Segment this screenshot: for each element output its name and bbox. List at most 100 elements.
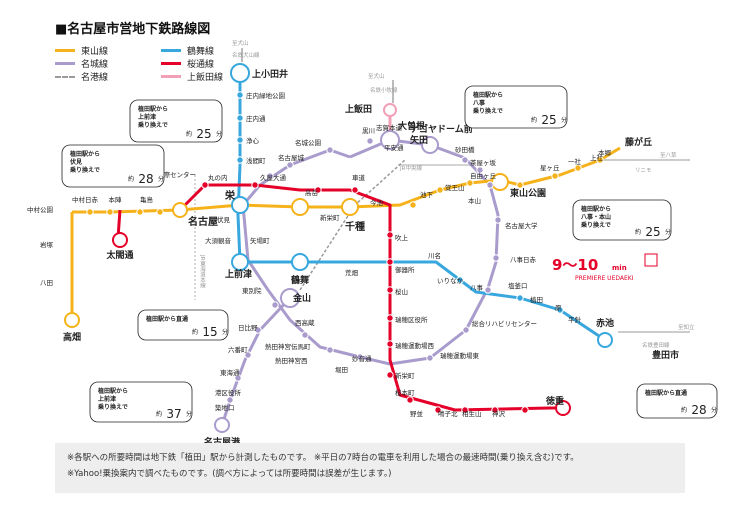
walk-unit: min	[612, 264, 627, 272]
callout-label: 植田駅から直通	[145, 315, 188, 323]
callout-number: 25	[541, 113, 556, 127]
station-dot	[386, 286, 394, 294]
station-label: 八田	[40, 279, 53, 287]
transfer-station	[64, 312, 80, 328]
legend-item: 名港線	[55, 70, 147, 83]
station-dot	[456, 276, 464, 284]
station-dot	[314, 186, 322, 194]
transfer-station	[380, 130, 400, 150]
station-label: 妙音通	[352, 354, 372, 363]
station-label: 野並	[410, 409, 424, 418]
station-label: 神沢	[492, 409, 506, 418]
station-label: 徳重	[545, 395, 564, 407]
station-label: 豊田市	[652, 349, 679, 361]
station-label: 堀田	[335, 365, 348, 374]
callout-pre: 約	[128, 175, 134, 183]
station-label: 桜山	[395, 287, 408, 296]
transfer-station	[231, 253, 249, 271]
station-label: 久屋大通	[260, 173, 287, 182]
callout-unit: 分	[158, 175, 164, 183]
transfer-station	[421, 136, 439, 154]
line-label: JR中央線	[399, 164, 422, 172]
callout-label: 植田駅から伏見乗り換えで	[69, 150, 100, 174]
station-label: 上前津	[225, 268, 252, 280]
station-label: 浄心	[246, 136, 260, 145]
station-dot	[236, 114, 244, 122]
station-label: 金山	[292, 292, 311, 304]
line-label: 至犬山	[232, 39, 249, 47]
station-label: 庄内緑地公園	[246, 91, 285, 100]
legend-item: 桜通線	[161, 57, 253, 70]
legend-swatch	[55, 49, 75, 52]
station-label: 伏見	[217, 215, 231, 224]
station-label: 黒川	[362, 127, 375, 135]
station-label: 荒畑	[345, 268, 359, 277]
station-dot	[254, 326, 262, 334]
callout-unit: 分	[186, 410, 192, 418]
station-label: 日比野	[238, 323, 258, 332]
callout-label: 植田駅から八事・本山乗り換えで	[580, 205, 611, 229]
sakuradori-line	[178, 183, 565, 412]
station-dot	[201, 181, 209, 189]
station-dot	[462, 326, 470, 334]
station-label: 星ヶ丘	[540, 163, 560, 172]
legend-item: 名城線	[55, 57, 147, 70]
callout-pre: 約	[635, 228, 641, 236]
callout-unit: 分	[665, 228, 671, 236]
station-dot	[461, 406, 469, 414]
station-label: 一社	[568, 157, 582, 166]
station-label: 築地口	[215, 403, 235, 412]
station-dot	[386, 340, 394, 348]
callout-pre: 約	[186, 130, 192, 138]
station-label: 岩塚	[40, 240, 54, 249]
callout-unit: 分	[711, 406, 717, 414]
station-label: 川名	[428, 251, 441, 260]
station-dot	[86, 208, 94, 216]
transfer-station	[291, 253, 309, 271]
station-label: 栄	[224, 189, 236, 202]
line-label: リニモ	[635, 167, 652, 174]
station-label: 千種	[345, 220, 365, 233]
station-label: 瑞穂区役所	[395, 315, 428, 324]
callout-pre: 約	[156, 410, 162, 418]
station-dot	[234, 374, 242, 382]
transfer-station	[231, 196, 249, 214]
station-dot	[236, 136, 244, 144]
station-label: 鳴子北	[438, 409, 458, 418]
station-dot	[326, 346, 334, 354]
line-label: 至犬山	[368, 72, 385, 80]
footnote-line: ※各駅への所要時間は地下鉄「植田」駅から計測したものです。 ※平日の7時台の電車…	[67, 453, 579, 463]
station-dot	[301, 331, 309, 339]
transfer-station	[555, 400, 571, 416]
station-label: 八事	[470, 283, 484, 292]
station-label: 瑞穂運動場西	[395, 341, 435, 350]
station-dot	[236, 91, 244, 99]
callout-label: 植田駅から上前津乗り換えで	[97, 387, 128, 411]
legend-label: 上飯田線	[187, 73, 224, 83]
station-dot	[356, 353, 364, 361]
station-dot	[476, 166, 484, 174]
station-dot	[492, 254, 500, 262]
station-label: 志賀本通	[376, 123, 403, 132]
callout-box	[572, 199, 672, 241]
callout-number: 15	[202, 325, 217, 339]
station-label: 中村公園	[27, 205, 53, 214]
station-dot	[226, 396, 234, 404]
line-label: JR東海道本線	[199, 254, 206, 288]
station-dot	[366, 137, 374, 145]
line-label: 名鉄犬山線	[232, 51, 260, 59]
station-dot	[386, 231, 394, 239]
callout-unit: 分	[222, 328, 228, 336]
station-label: 砂田橋	[455, 145, 475, 154]
station-label: 八事日赤	[510, 255, 537, 264]
legend-label: 鶴舞線	[187, 47, 215, 57]
station-dot	[409, 201, 417, 209]
station-label: 亀島	[140, 195, 154, 204]
station-label: 平安通	[384, 143, 404, 152]
station-dot	[494, 216, 502, 224]
station-dot	[596, 156, 604, 164]
map-title: ■名古屋市営地下鉄路線図	[55, 22, 211, 37]
station-dot	[326, 146, 334, 154]
line-label: 至知立	[678, 323, 695, 331]
station-label: 茶屋ヶ坂	[470, 158, 497, 167]
